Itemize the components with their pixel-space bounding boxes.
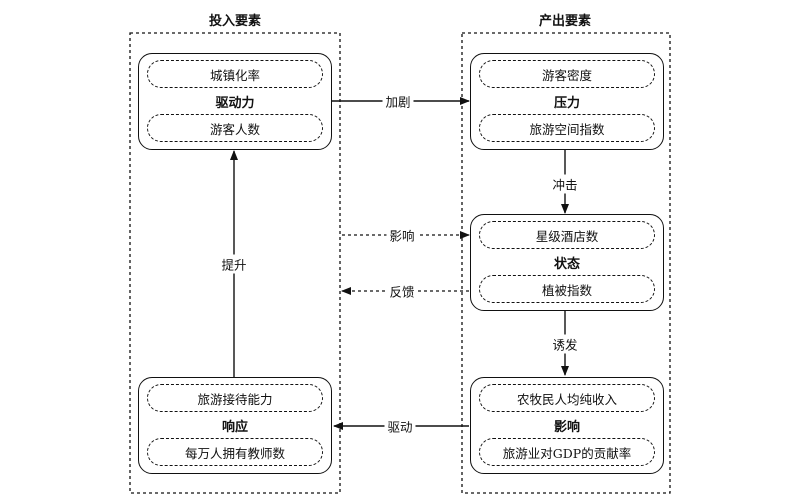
impact-title: 影响	[553, 420, 580, 435]
impact-item-2: 旅游业对GDP的贡献率	[479, 438, 655, 466]
output-column-title: 产出要素	[538, 14, 591, 29]
impact-item-1: 农牧民人均纯收入	[479, 384, 655, 412]
state-node: 星级酒店数 状态 植被指数	[470, 214, 664, 311]
response-item-1: 旅游接待能力	[147, 384, 323, 412]
edge-label-enhance: 提升	[218, 254, 250, 274]
response-title: 响应	[221, 420, 248, 435]
input-column-frame	[129, 32, 341, 494]
driving-force-item-2: 游客人数	[147, 114, 323, 142]
pressure-title: 压力	[553, 96, 580, 111]
state-item-1: 星级酒店数	[479, 221, 655, 249]
edge-label-drive: 驱动	[384, 416, 416, 436]
state-title: 状态	[553, 257, 580, 272]
input-column-title: 投入要素	[208, 14, 261, 29]
response-node: 旅游接待能力 响应 每万人拥有教师数	[138, 377, 332, 474]
edge-label-influence: 影响	[386, 225, 418, 245]
driving-force-node: 城镇化率 驱动力 游客人数	[138, 53, 332, 150]
edge-label-impact-on: 冲击	[549, 174, 581, 194]
impact-node: 农牧民人均纯收入 影响 旅游业对GDP的贡献率	[470, 377, 664, 474]
driving-force-title: 驱动力	[215, 96, 255, 111]
edge-label-induce: 诱发	[549, 334, 581, 354]
response-item-2: 每万人拥有教师数	[147, 438, 323, 466]
pressure-node: 游客密度 压力 旅游空间指数	[470, 53, 664, 150]
edge-label-feedback: 反馈	[386, 281, 418, 301]
output-column-frame	[461, 32, 671, 494]
pressure-item-2: 旅游空间指数	[479, 114, 655, 142]
driving-force-item-1: 城镇化率	[147, 60, 323, 88]
pressure-item-1: 游客密度	[479, 60, 655, 88]
state-item-2: 植被指数	[479, 275, 655, 303]
edge-label-aggravate: 加剧	[382, 91, 414, 111]
